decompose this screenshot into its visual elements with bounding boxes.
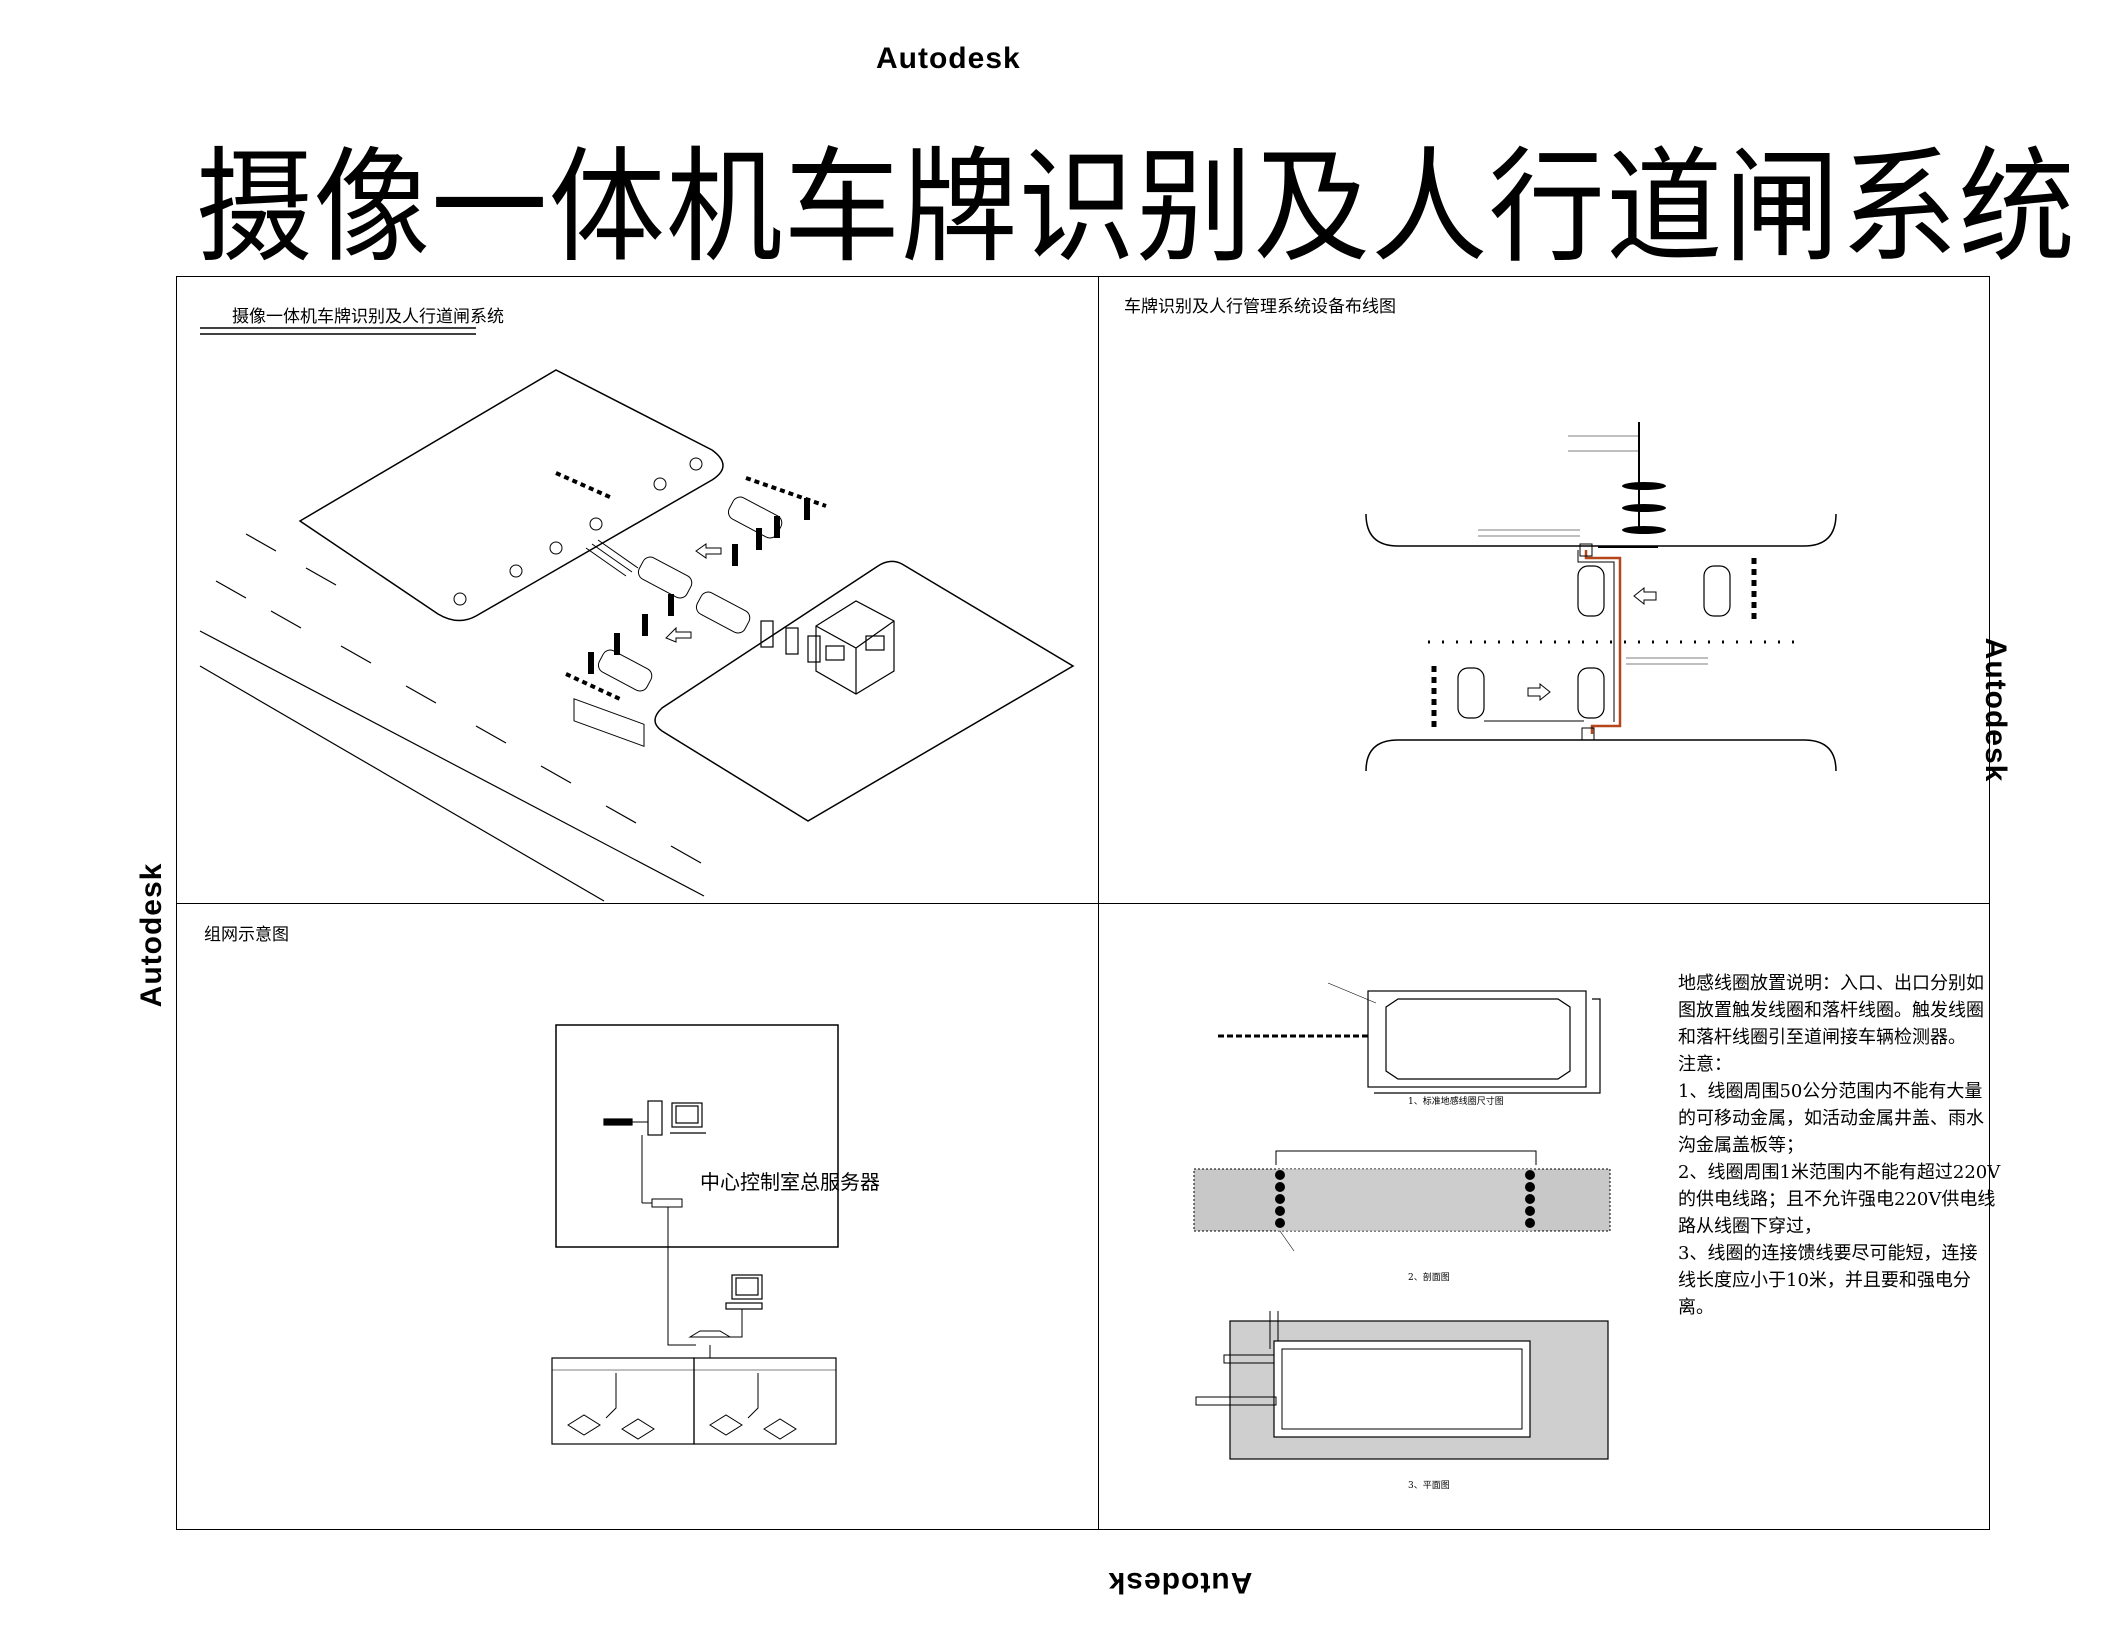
network-switch-icon: [651, 1198, 683, 1208]
note-line: 的可移动金属，如活动金属井盖、雨水: [1678, 1108, 1984, 1129]
router-icon: [688, 1330, 732, 1338]
loop-plan-figure: [1195, 1311, 1609, 1460]
note-line: 2、线圈周围1米范围内不能有超过220V: [1678, 1162, 2001, 1183]
fig3-label: 3、平面图: [1408, 1480, 1450, 1491]
panel-caption-isometric: 摄像一体机车牌识别及人行道闸系统: [232, 307, 504, 327]
barrier-arm-upper: [555, 471, 613, 500]
ground-loop-notes: 地感线圈放置说明：入口、出口分别如 图放置触发线圈和落杆线圈。触发线圈 和落杆线…: [1678, 970, 2001, 1321]
fig1-label: 1、标准地感线圈尺寸图: [1408, 1095, 1504, 1107]
client-computer-icon: [725, 1274, 763, 1310]
loop-section-figure: [1193, 1150, 1611, 1252]
note-line: 地感线圈放置说明：入口、出口分别如: [1678, 973, 1984, 994]
drawing-title: 摄像一体机车牌识别及人行道闸系统: [196, 136, 2077, 280]
note-line: 路从线圈下穿过，: [1678, 1216, 1822, 1237]
network-diagram: [551, 1024, 839, 1445]
note-line: 注意：: [1678, 1054, 1732, 1075]
watermark-bottom: Autodesk: [1107, 1566, 1253, 1599]
panel-caption-wiring: 车牌识别及人行管理系统设备布线图: [1124, 297, 1396, 317]
control-room-label: 中心控制室总服务器: [700, 1170, 880, 1194]
note-line: 离。: [1678, 1297, 1714, 1318]
panel-divider-horizontal: [176, 903, 1990, 904]
watermark-left: Autodesk: [135, 862, 168, 1008]
note-line: 3、线圈的连接馈线要尽可能短，连接: [1678, 1243, 1978, 1264]
guard-booth: [760, 600, 895, 695]
control-room-box: [555, 1024, 839, 1248]
ground-loop-drawings: 1、标准地感线圈尺寸图 2、剖面图 3、平面图: [1193, 982, 1611, 1491]
wiring-layout-drawing: [1365, 422, 1837, 772]
panel-caption-network: 组网示意图: [204, 925, 289, 945]
isometric-site-drawing: [199, 327, 1075, 902]
loop-size-figure: [1218, 982, 1601, 1094]
note-line: 1、线圈周围50公分范围内不能有大量: [1678, 1081, 1983, 1102]
fig2-label: 2、剖面图: [1408, 1271, 1450, 1283]
note-line: 图放置触发线圈和落杆线圈。触发线圈: [1678, 1000, 1984, 1021]
note-line: 线长度应小于10米，并且要和强电分: [1678, 1270, 1971, 1291]
watermark-top: Autodesk: [876, 42, 1021, 75]
note-line: 和落杆线圈引至道闸接车辆检测器。: [1678, 1027, 1966, 1048]
note-line: 的供电线路；且不允许强电220V供电线: [1678, 1189, 1996, 1210]
lower-platform: [654, 560, 1075, 822]
note-line: 沟金属盖板等；: [1678, 1135, 1804, 1156]
tree-icons: [453, 457, 703, 606]
server-computer-icon: [603, 1100, 706, 1136]
upper-platform: [298, 369, 724, 622]
barrier-arm-lower: [565, 672, 623, 702]
